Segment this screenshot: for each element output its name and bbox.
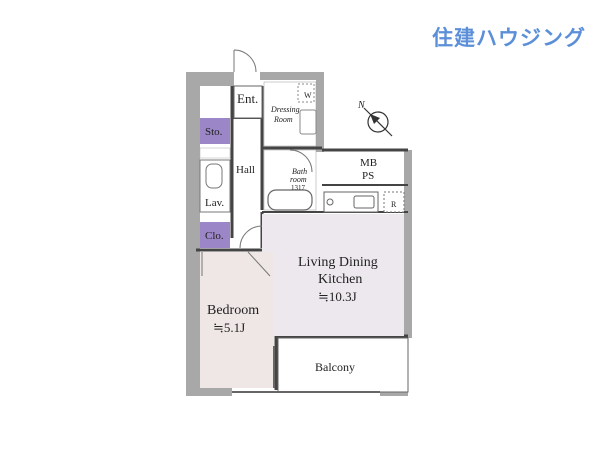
hall-label: Hall bbox=[236, 164, 255, 176]
ldk-label-1: Living Dining bbox=[298, 255, 378, 270]
kitchen-sink bbox=[353, 195, 375, 209]
bathtub bbox=[267, 189, 313, 211]
fridge-space bbox=[383, 191, 405, 213]
balcony-floor bbox=[277, 337, 409, 393]
compass-label: N bbox=[357, 100, 366, 111]
storage-fill bbox=[200, 118, 230, 144]
stove-burner bbox=[326, 198, 334, 206]
closet-fill bbox=[200, 222, 230, 248]
wall-bath-east bbox=[316, 72, 324, 152]
balcony-label: Balcony bbox=[315, 360, 355, 374]
compass-needle bbox=[363, 107, 393, 137]
kitchen-counter bbox=[323, 191, 379, 213]
lav-shelf bbox=[199, 147, 231, 159]
washbasin bbox=[299, 109, 317, 135]
lavatory-label: Lav. bbox=[205, 197, 224, 209]
ldk-floor bbox=[262, 214, 404, 336]
north-wall-left bbox=[186, 72, 234, 86]
bath-door-swing bbox=[289, 149, 313, 173]
entrance-label: Ent. bbox=[237, 91, 258, 106]
ldk-label-2: Kitchen bbox=[318, 272, 362, 287]
bedroom-area-label: ≒5.1J bbox=[213, 320, 245, 335]
bedroom-label: Bedroom bbox=[207, 303, 259, 318]
toilet bbox=[205, 163, 223, 189]
dressing-label-2: Room bbox=[273, 115, 293, 124]
west-wall bbox=[186, 72, 200, 394]
bedroom-floor bbox=[200, 252, 274, 388]
brand-logo: 住建ハウジング bbox=[432, 26, 586, 50]
closet-label: Clo. bbox=[205, 230, 224, 242]
bathroom-label-1: Bath bbox=[292, 167, 307, 176]
mbps-label-1: MB bbox=[360, 157, 377, 169]
bedroom-door-swing bbox=[201, 251, 271, 277]
mbps-label-2: PS bbox=[362, 170, 374, 182]
north-wall-right bbox=[260, 72, 322, 80]
compass-arrow bbox=[370, 114, 380, 124]
bathroom-label-2: room bbox=[290, 175, 307, 184]
fridge-label: R bbox=[391, 200, 397, 209]
dressing-label-1: Dressing bbox=[270, 105, 300, 114]
bathroom-size-label: 1317 bbox=[291, 184, 306, 192]
compass-ring bbox=[367, 111, 389, 133]
washer-label: W bbox=[304, 91, 312, 100]
entrance-door-swing bbox=[233, 49, 257, 73]
storage-label: Sto. bbox=[205, 126, 223, 138]
entrance-floor bbox=[233, 85, 263, 119]
washer-space bbox=[297, 83, 315, 103]
south-wall-left bbox=[186, 388, 232, 396]
compass: N bbox=[357, 100, 393, 137]
east-wall bbox=[404, 150, 412, 338]
ldk-door-swing bbox=[239, 225, 263, 249]
ldk-area-label: ≒10.3J bbox=[318, 289, 357, 304]
